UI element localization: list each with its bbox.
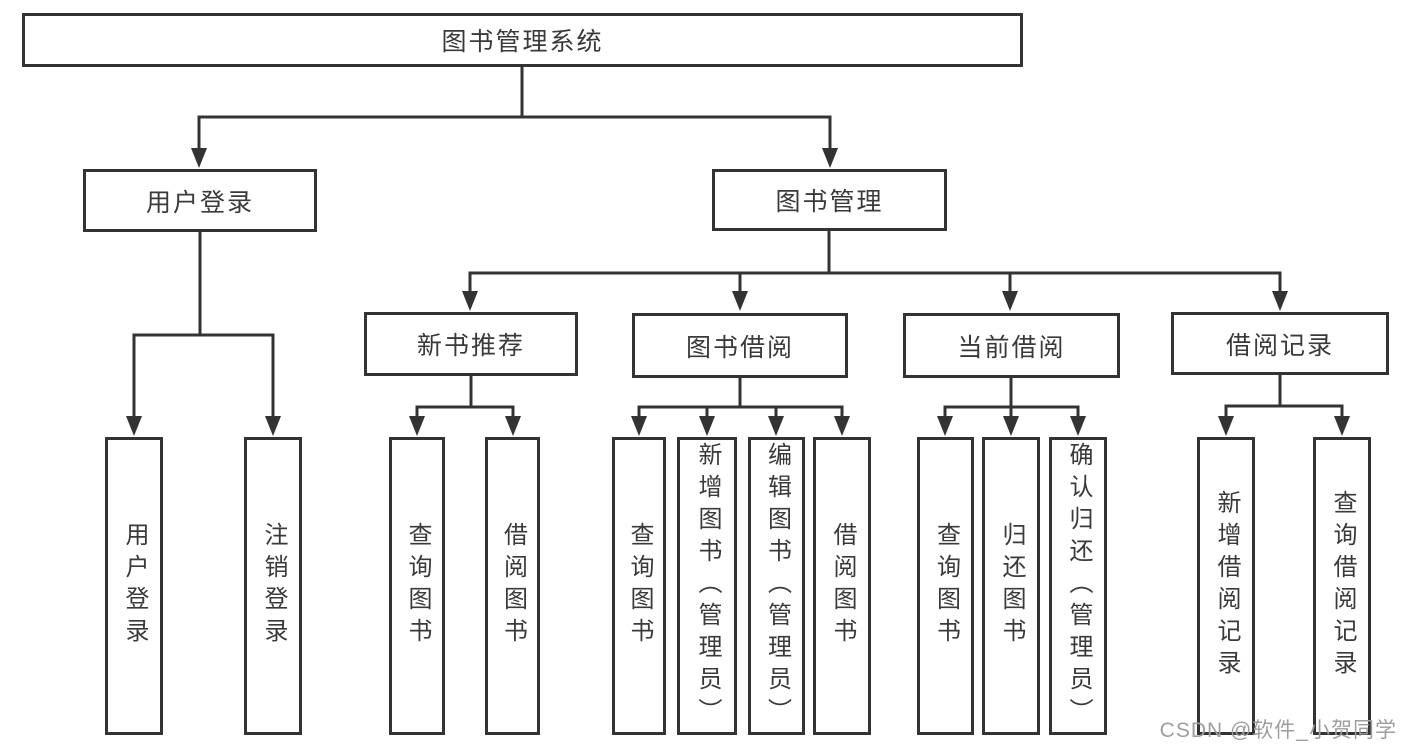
leaf-label: 归还图书 bbox=[998, 522, 1025, 650]
leaf-label: 新增借阅记录 bbox=[1213, 490, 1240, 682]
leaf-logout: 注销登录 bbox=[244, 437, 302, 735]
node-book-management: 图书管理 bbox=[712, 169, 947, 231]
leaf-label: 新增图书（管理员） bbox=[694, 442, 721, 730]
leaf-confirm-return-admin: 确认归还（管理员） bbox=[1049, 437, 1107, 735]
csdn-watermark: CSDN @软件_小贺同学 bbox=[1159, 719, 1397, 742]
leaf-label: 查询图书 bbox=[404, 522, 431, 650]
leaf-label: 用户登录 bbox=[121, 522, 148, 650]
leaf-label: 借阅图书 bbox=[829, 522, 856, 650]
leaf-add-books-admin: 新增图书（管理员） bbox=[677, 437, 737, 735]
node-current-borrow: 当前借阅 bbox=[903, 313, 1120, 378]
leaf-label: 借阅图书 bbox=[499, 522, 527, 650]
leaf-query-borrow-record: 查询借阅记录 bbox=[1313, 437, 1371, 735]
leaf-label: 注销登录 bbox=[260, 522, 287, 650]
node-new-book-recommend: 新书推荐 bbox=[364, 312, 578, 376]
leaf-label: 查询图书 bbox=[932, 522, 960, 650]
leaf-query-books: 查询图书 bbox=[612, 437, 666, 735]
leaf-user-login: 用户登录 bbox=[105, 437, 163, 735]
leaf-label: 查询借阅记录 bbox=[1329, 490, 1356, 682]
leaf-add-borrow-record: 新增借阅记录 bbox=[1197, 437, 1255, 735]
leaf-query-books-recommend: 查询图书 bbox=[389, 437, 445, 735]
leaf-label: 编辑图书（管理员） bbox=[763, 442, 791, 730]
leaf-query-books-current: 查询图书 bbox=[917, 437, 974, 735]
leaf-borrow-books-recommend: 借阅图书 bbox=[485, 437, 540, 735]
node-borrow-record: 借阅记录 bbox=[1171, 312, 1389, 375]
node-user-login: 用户登录 bbox=[83, 169, 317, 232]
leaf-label: 确认归还（管理员） bbox=[1065, 442, 1092, 730]
leaf-label: 查询图书 bbox=[626, 522, 653, 650]
leaf-edit-books-admin: 编辑图书（管理员） bbox=[748, 437, 805, 735]
leaf-borrow-books: 借阅图书 bbox=[813, 437, 871, 735]
node-root: 图书管理系统 bbox=[22, 13, 1023, 67]
node-book-borrow: 图书借阅 bbox=[632, 313, 848, 378]
leaf-return-books: 归还图书 bbox=[982, 437, 1040, 735]
